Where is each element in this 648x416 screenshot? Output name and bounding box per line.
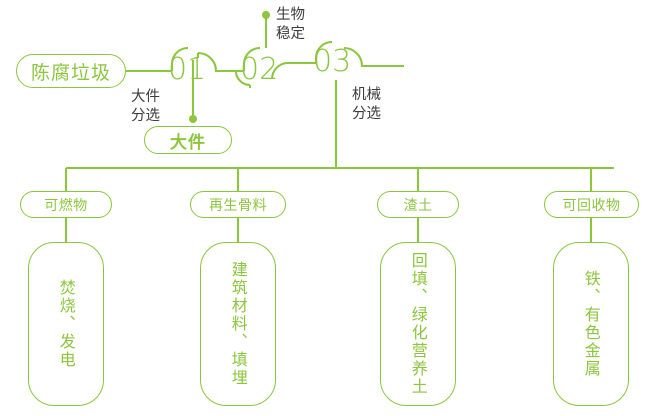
dot-bulky-branch bbox=[189, 115, 197, 123]
branch-pill-4[interactable]: 可回收物 bbox=[544, 191, 639, 218]
branch-label-2: 再生骨料 bbox=[209, 197, 267, 214]
arc-01-right bbox=[197, 51, 244, 73]
outcome-box-1[interactable]: 焚烧、发电 bbox=[28, 242, 104, 406]
outcome-text-4: 铁、有色金属 bbox=[581, 270, 601, 378]
arc-02-right bbox=[270, 61, 316, 80]
outcome-text-1: 焚烧、发电 bbox=[56, 279, 76, 369]
branch-label-3: 渣土 bbox=[403, 197, 433, 214]
arc-03-top bbox=[314, 40, 333, 63]
outcome-box-3[interactable]: 回填、绿化营养土 bbox=[380, 242, 456, 406]
stage-01-caption-line1: 大件 bbox=[131, 89, 160, 105]
stage-01-caption-line2: 分选 bbox=[131, 107, 160, 124]
source-node-label: 陈腐垃圾 bbox=[30, 61, 111, 84]
wire-02-to-bio-caption bbox=[248, 14, 268, 88]
arc-02-top bbox=[242, 46, 261, 71]
outcome-box-2[interactable]: 建筑材料、填埋 bbox=[200, 242, 276, 406]
arc-01-top bbox=[170, 46, 189, 71]
stage-02-caption: 生物 稳定 bbox=[276, 6, 305, 43]
arc-02-bottomleft bbox=[234, 69, 251, 87]
wire-01-to-bulky bbox=[191, 53, 200, 120]
outcome-text-2: 建筑材料、填埋 bbox=[228, 261, 248, 387]
branch-pill-1[interactable]: 可燃物 bbox=[20, 191, 112, 218]
branch-pill-3[interactable]: 渣土 bbox=[377, 191, 459, 218]
stage-03-caption-line2: 分选 bbox=[352, 105, 381, 122]
outcome-box-4[interactable]: 铁、有色金属 bbox=[553, 242, 629, 406]
stage-02-caption-line2: 稳定 bbox=[276, 25, 305, 42]
outcome-text-3: 回填、绿化营养土 bbox=[408, 252, 428, 396]
stage-number-03[interactable]: 03 bbox=[313, 44, 352, 79]
stage-03-caption-line1: 机械 bbox=[352, 87, 381, 103]
bulky-output-label: 大件 bbox=[170, 132, 206, 153]
stage-02-caption-line1: 生物 bbox=[276, 7, 305, 23]
dot-bio-caption bbox=[262, 11, 270, 19]
arc-03-right-tail bbox=[343, 46, 404, 68]
bulky-output-pill[interactable]: 大件 bbox=[144, 126, 232, 154]
source-node-pill[interactable]: 陈腐垃圾 bbox=[16, 54, 126, 88]
branch-pill-2[interactable]: 再生骨料 bbox=[190, 191, 286, 218]
stage-03-caption: 机械 分选 bbox=[352, 86, 381, 123]
branch-label-4: 可回收物 bbox=[562, 197, 621, 214]
stage-number-01[interactable]: 01 bbox=[168, 52, 207, 87]
stage-number-02[interactable]: 02 bbox=[240, 52, 279, 87]
branch-label-1: 可燃物 bbox=[44, 197, 88, 214]
stage-01-caption: 大件 分选 bbox=[131, 88, 160, 125]
